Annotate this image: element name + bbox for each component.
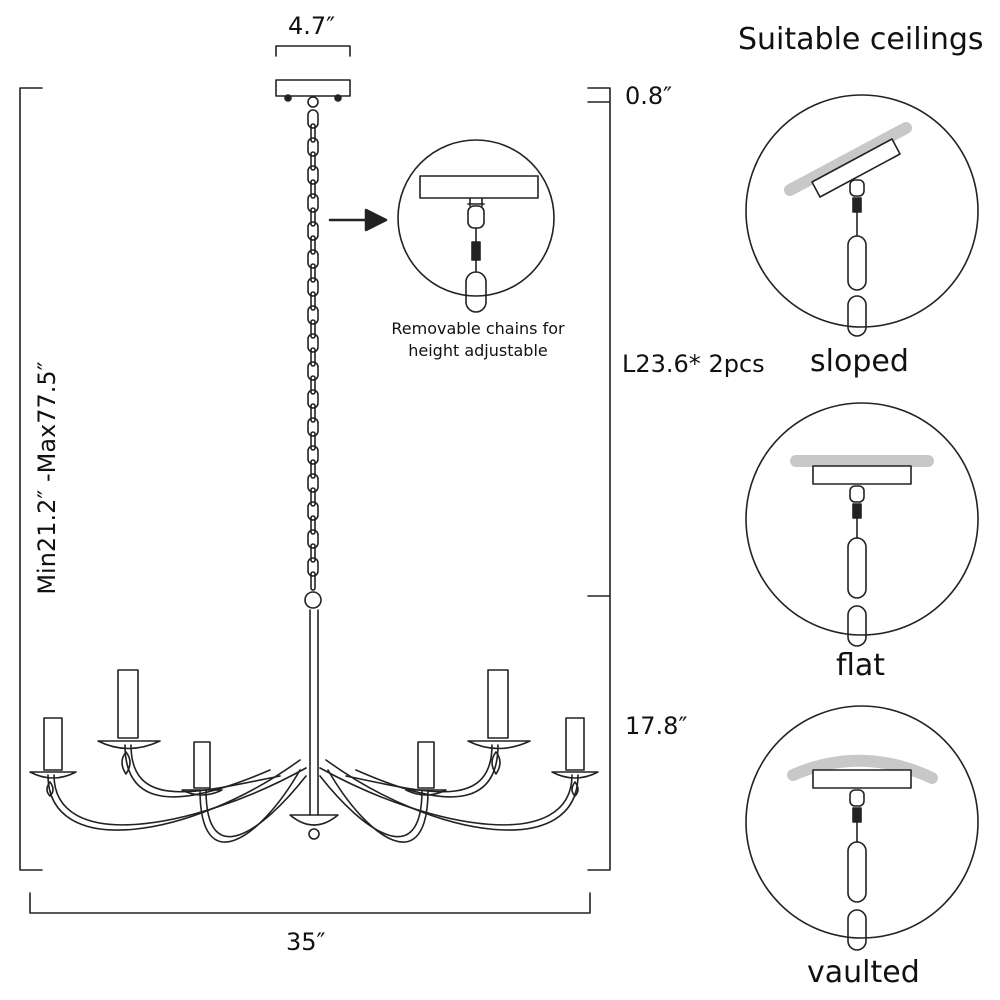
ceiling-vaulted-label: vaulted [807,955,920,990]
chain-link [307,501,319,521]
chain-length-label: L23.6* 2pcs [622,350,765,378]
callout-arrow [328,208,388,232]
ceiling-vaulted-illustration [745,705,979,951]
ceilings-title: Suitable ceilings [738,22,984,57]
callout-detail-circle [397,139,555,313]
chain-link [310,235,316,255]
chain-link [307,305,319,325]
candle-right-outer [551,717,599,797]
candle-left-inner [97,669,161,775]
chain-link [307,165,319,185]
candle-left-center [181,741,223,796]
candle-right-inner [467,669,531,775]
chain-link [310,515,316,535]
chain-link [307,557,319,577]
chain-link [307,277,319,297]
canopy-width-label: 4.7″ [288,12,336,40]
body-height-label: 17.8″ [625,712,688,740]
chain-link [310,347,316,367]
chain-link [307,417,319,437]
chain-bottom-ring [304,591,322,609]
chain-link [307,109,319,129]
width-bracket-bottom [29,892,591,914]
chain-link [310,263,316,283]
chain-link [307,333,319,353]
main-chain [307,109,319,591]
ceiling-sloped-label: sloped [810,344,909,379]
height-bracket-right [587,87,611,871]
center-stem [309,609,319,816]
chain-link [307,361,319,381]
chain-link [310,179,316,199]
chain-link [307,221,319,241]
chain-link [310,207,316,227]
chain-link [310,319,316,339]
ceiling-flat-illustration [745,402,979,647]
callout-caption: Removable chains for height adjustable [391,319,565,360]
canopy-height-label: 0.8″ [625,82,673,110]
ceiling-flat-label: flat [836,648,886,683]
chain-link [310,431,316,451]
chain-link [307,193,319,213]
chain-link [307,529,319,549]
center-finial [308,828,320,840]
chain-link [310,543,316,563]
chain-link [310,571,316,591]
overall-width-label: 35″ [286,928,326,956]
ceiling-sloped-illustration [745,94,979,337]
center-bowl [289,814,339,826]
candle-left-outer [29,717,77,797]
chain-link [310,291,316,311]
chain-link [310,403,316,423]
chain-link [310,151,316,171]
candle-right-center [405,741,447,796]
chain-link [307,473,319,493]
chain-link [307,389,319,409]
canopy-width-bracket [275,45,351,57]
chain-link [310,123,316,143]
chain-link [307,137,319,157]
chandelier-arms [47,744,579,843]
overall-height-label: Min21.2″ -Max77.5″ [33,361,61,595]
height-bracket-left [19,87,43,871]
chain-link [310,459,316,479]
chain-link [307,445,319,465]
chain-link [307,249,319,269]
chain-link [310,487,316,507]
chain-link [310,375,316,395]
canopy [275,79,351,108]
